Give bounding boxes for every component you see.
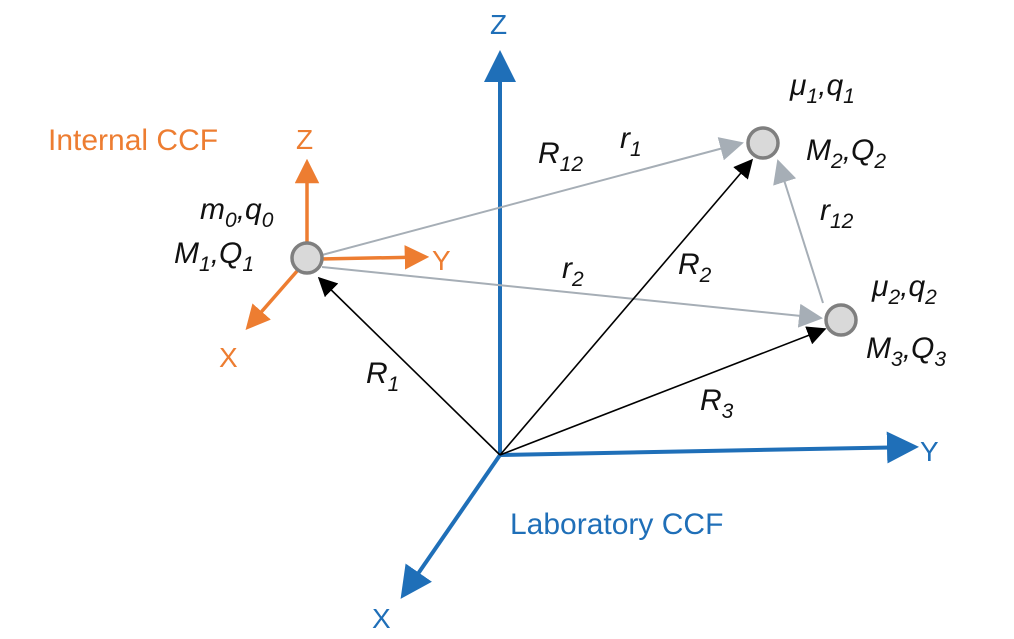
int-frame-caption: Internal CCF <box>48 124 218 157</box>
lab-z-label: Z <box>490 9 507 40</box>
particle-1 <box>290 241 324 275</box>
vector-R2 <box>499 158 754 456</box>
label-r2: r2 <box>562 252 584 291</box>
particle-3 <box>824 303 858 337</box>
label-R3: R3 <box>700 384 734 423</box>
particle-2-label-bottom: M2,Q2 <box>806 134 886 173</box>
particle-labels: m0,q0 M1,Q1 μ1,q1 M2,Q2 μ2,q2 M3,Q3 <box>174 69 946 371</box>
label-r12: r12 <box>820 194 854 233</box>
particle-3-label-top: μ2,q2 <box>871 270 937 309</box>
lab-y-axis <box>499 431 919 464</box>
label-R1: R1 <box>366 357 399 396</box>
label-r1: r1 <box>620 122 642 161</box>
particle-2 <box>746 126 780 160</box>
vector-R1 <box>317 276 501 456</box>
int-x-label: X <box>219 342 238 373</box>
int-z-label: Z <box>296 124 313 155</box>
lab-x-axis <box>400 453 502 599</box>
label-R12: R12 <box>538 137 583 176</box>
vector-r12 <box>773 159 824 304</box>
int-y-label: Y <box>432 245 451 276</box>
relative-vectors <box>321 137 824 328</box>
particle-1-label-top: m0,q0 <box>200 193 274 232</box>
lab-x-label: X <box>372 603 391 634</box>
vector-R3 <box>499 326 827 456</box>
particles <box>290 126 858 337</box>
position-vectors <box>317 158 827 456</box>
internal-frame: Z Y X Internal CCF <box>48 124 451 373</box>
particle-1-label-bottom: M1,Q1 <box>174 237 254 276</box>
particle-3-label-bottom: M3,Q3 <box>866 332 946 371</box>
lab-y-label: Y <box>920 436 939 467</box>
label-R2: R2 <box>678 248 712 287</box>
lab-frame-caption: Laboratory CCF <box>510 508 723 541</box>
int-y-axis <box>319 245 430 270</box>
vector-R12 <box>321 137 744 256</box>
int-x-axis <box>245 268 300 330</box>
laboratory-frame: Z Y X Laboratory CCF <box>372 9 939 634</box>
vector-r2 <box>321 266 823 328</box>
particle-2-label-top: μ1,q1 <box>789 69 855 108</box>
vector-labels: R12 r1 r12 r2 R2 R1 R3 <box>366 122 854 423</box>
